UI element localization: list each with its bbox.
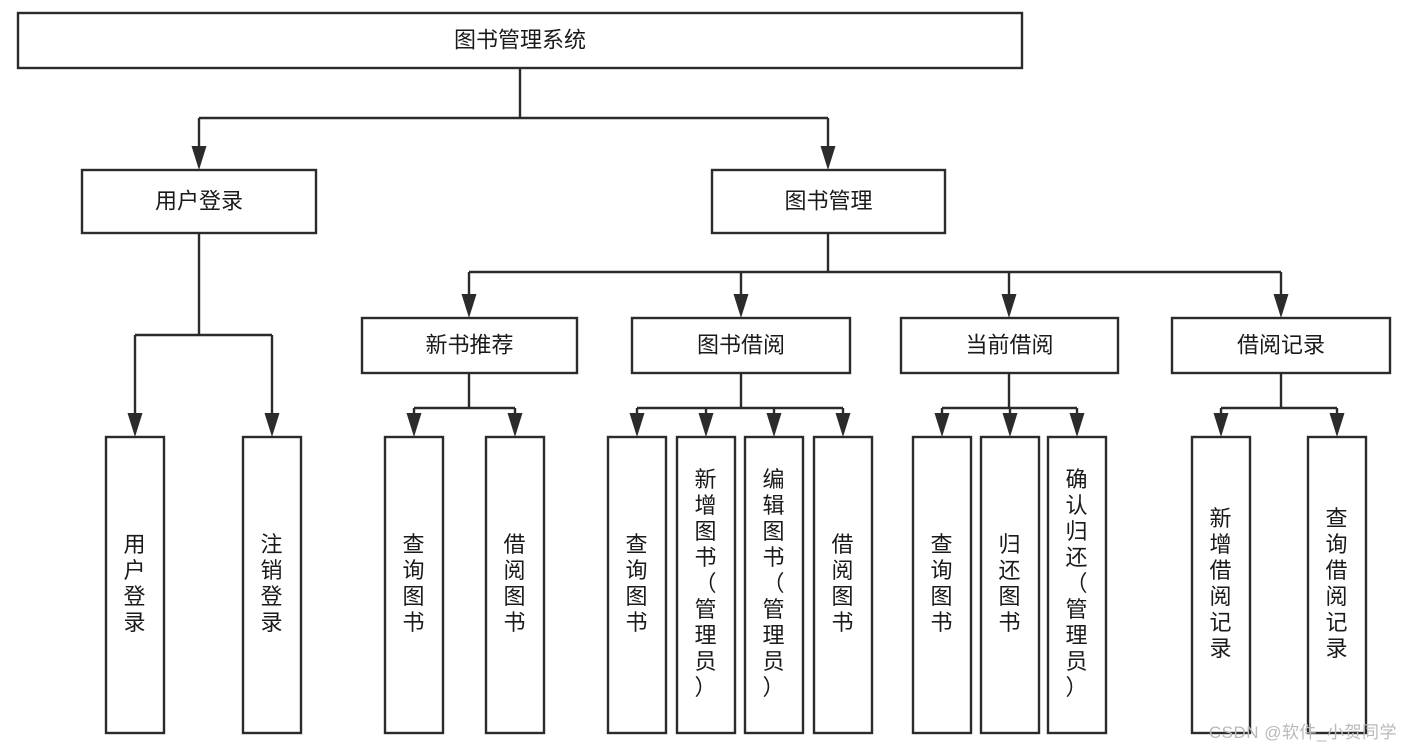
node-box[interactable] (1306, 435, 1368, 735)
node-box[interactable] (911, 435, 973, 735)
node-leaf-borrow-book[interactable]: 借阅图书 (812, 435, 874, 735)
arrow-head-icon (1001, 294, 1017, 318)
node-leaf-edit-book-admin[interactable]: 编辑图书（管理员） (743, 435, 805, 735)
arrow-head-icon (1329, 413, 1345, 437)
node-book-manage[interactable]: 图书管理 (710, 168, 947, 235)
node-box[interactable] (979, 435, 1041, 735)
node-label: 图书管理 (784, 188, 872, 213)
node-box[interactable] (1190, 435, 1252, 735)
arrow-head-icon (191, 146, 207, 170)
node-box[interactable] (241, 435, 303, 735)
arrow-head-icon (406, 413, 422, 437)
node-label: 图书借阅 (697, 332, 785, 357)
arrow-head-icon (733, 294, 749, 318)
connector-current-borrow (934, 373, 1085, 437)
node-root[interactable]: 图书管理系统 (16, 11, 1024, 70)
arrow-head-icon (461, 294, 477, 318)
node-label: 编辑图书（管理员） (762, 467, 785, 700)
node-label: 图书管理系统 (454, 27, 586, 52)
node-label: 当前借阅 (965, 332, 1053, 357)
node-label: 查询借阅记录 (1325, 506, 1348, 661)
node-box[interactable] (630, 316, 852, 375)
node-new-book-recommend[interactable]: 新书推荐 (360, 316, 579, 375)
arrow-head-icon (766, 413, 782, 437)
node-label: 借阅图书 (503, 532, 526, 635)
node-label: 查询图书 (625, 532, 648, 635)
node-leaf-query-book-rec[interactable]: 查询图书 (383, 435, 445, 735)
node-box[interactable] (675, 435, 737, 735)
node-label: 新增借阅记录 (1209, 506, 1232, 661)
arrow-head-icon (835, 413, 851, 437)
node-leaf-add-borrow-record[interactable]: 新增借阅记录 (1190, 435, 1252, 735)
node-label: 归还图书 (998, 532, 1021, 635)
node-label: 借阅记录 (1237, 332, 1325, 357)
arrow-head-icon (1273, 294, 1289, 318)
node-leaf-query-borrow-record[interactable]: 查询借阅记录 (1306, 435, 1368, 735)
node-box[interactable] (743, 435, 805, 735)
node-label: 新书推荐 (425, 332, 513, 357)
node-box[interactable] (812, 435, 874, 735)
arrow-head-icon (1069, 413, 1085, 437)
node-box[interactable] (360, 316, 579, 375)
node-layer: 图书管理系统用户登录图书管理新书推荐图书借阅当前借阅借阅记录用户登录注销登录查询… (16, 11, 1392, 735)
node-label: 用户登录 (123, 532, 146, 635)
node-leaf-user-login[interactable]: 用户登录 (104, 435, 166, 735)
node-leaf-logout[interactable]: 注销登录 (241, 435, 303, 735)
node-box[interactable] (899, 316, 1120, 375)
node-box[interactable] (484, 435, 546, 735)
connector-new-book-recommend (406, 373, 523, 437)
arrow-head-icon (1213, 413, 1229, 437)
connector-root (191, 68, 836, 170)
node-book-borrow[interactable]: 图书借阅 (630, 316, 852, 375)
node-leaf-confirm-return-admin[interactable]: 确认归还（管理员） (1046, 435, 1108, 735)
node-box[interactable] (16, 11, 1024, 70)
connector-user-login (127, 233, 280, 437)
connector-book-manage (461, 233, 1289, 318)
node-box[interactable] (606, 435, 668, 735)
connector-layer (127, 68, 1345, 437)
node-box[interactable] (80, 168, 318, 235)
node-leaf-borrow-book-rec[interactable]: 借阅图书 (484, 435, 546, 735)
arrow-head-icon (934, 413, 950, 437)
node-label: 查询图书 (930, 532, 953, 635)
node-leaf-return-book[interactable]: 归还图书 (979, 435, 1041, 735)
node-current-borrow[interactable]: 当前借阅 (899, 316, 1120, 375)
connector-book-borrow (629, 373, 851, 437)
node-label: 确认归还（管理员） (1065, 467, 1088, 700)
node-box[interactable] (104, 435, 166, 735)
arrow-head-icon (1002, 413, 1018, 437)
node-user-login[interactable]: 用户登录 (80, 168, 318, 235)
arrow-head-icon (698, 413, 714, 437)
connector-borrow-record (1213, 373, 1345, 437)
node-leaf-query-book-cur[interactable]: 查询图书 (911, 435, 973, 735)
node-label: 用户登录 (155, 188, 243, 213)
arrow-head-icon (507, 413, 523, 437)
node-label: 注销登录 (260, 532, 283, 635)
node-leaf-add-book-admin[interactable]: 新增图书（管理员） (675, 435, 737, 735)
node-box[interactable] (383, 435, 445, 735)
arrow-head-icon (127, 413, 143, 437)
node-borrow-record[interactable]: 借阅记录 (1170, 316, 1392, 375)
arrow-head-icon (629, 413, 645, 437)
node-box[interactable] (1170, 316, 1392, 375)
node-label: 新增图书（管理员） (694, 467, 717, 700)
node-leaf-query-book-borrow[interactable]: 查询图书 (606, 435, 668, 735)
node-label: 查询图书 (402, 532, 425, 635)
node-box[interactable] (710, 168, 947, 235)
node-box[interactable] (1046, 435, 1108, 735)
arrow-head-icon (264, 413, 280, 437)
node-label: 借阅图书 (831, 532, 854, 635)
arrow-head-icon (820, 146, 836, 170)
